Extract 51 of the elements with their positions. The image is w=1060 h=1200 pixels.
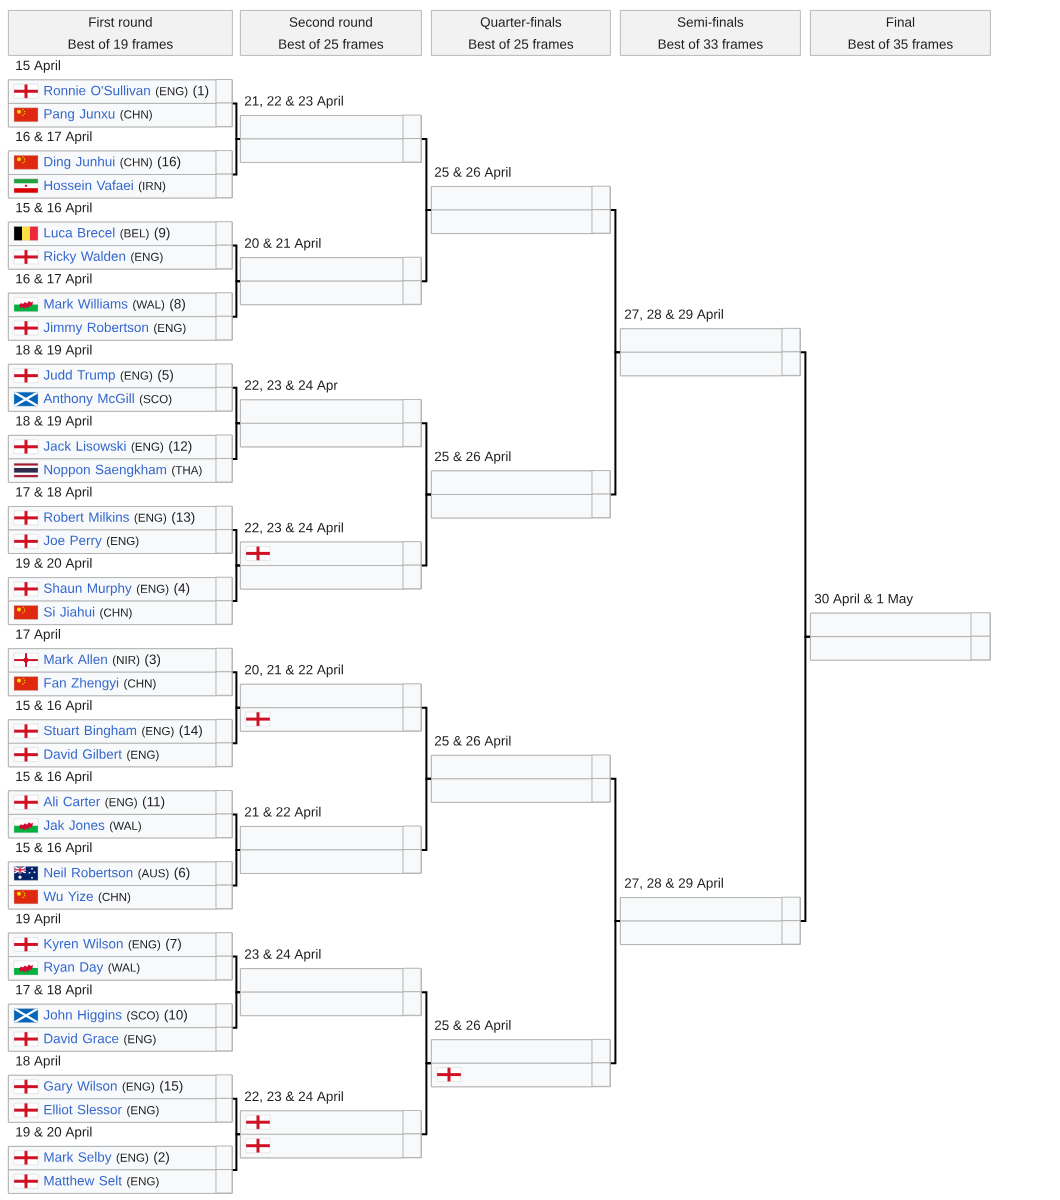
date-label: 25 & 26 April — [434, 451, 511, 464]
round-header: Quarter-finals Best of 25 frames — [431, 10, 611, 56]
round-header: First round Best of 19 frames — [8, 10, 233, 56]
bracket-line — [231, 564, 241, 603]
date-label: 17 April — [16, 629, 60, 642]
date-label: 25 & 26 April — [434, 166, 511, 180]
date-label: 18 & 19 April — [16, 415, 92, 429]
date-label: 30 April & 1 May — [814, 593, 913, 607]
date-label: 25 & 26 April — [434, 735, 511, 749]
date-label: 22, 23 & 24 April — [244, 522, 343, 535]
bracket-line — [231, 991, 241, 1029]
date-label: 21, 22 & 23 April — [244, 95, 343, 109]
date-label: 27, 28 & 29 April — [624, 309, 723, 322]
round-header: Final Best of 35 frames — [810, 10, 991, 56]
date-label: 19 April — [16, 913, 60, 926]
bracket-line — [609, 351, 621, 496]
bracket-line — [231, 137, 241, 176]
date-label: 15 & 16 April — [16, 771, 92, 784]
bracket-line — [420, 493, 432, 567]
date-label: 22, 23 & 24 Apr — [244, 380, 338, 393]
date-label: 16 & 17 April — [16, 131, 92, 144]
date-label: 17 & 18 April — [16, 984, 92, 998]
date-label: 19 & 20 April — [16, 557, 92, 571]
bracket-line — [231, 280, 241, 318]
bracket-line — [231, 848, 241, 887]
date-label: 18 April — [16, 1055, 60, 1069]
date-label: 20, 21 & 22 April — [244, 664, 343, 678]
date-label: 18 & 19 April — [16, 344, 92, 358]
date-label: 15 & 16 April — [16, 700, 92, 713]
bracket-line — [420, 777, 432, 851]
date-label: 22, 23 & 24 April — [244, 1091, 343, 1104]
bracket-line — [420, 1062, 432, 1136]
bracket-line — [799, 635, 811, 923]
round-header: Semi-finals Best of 33 frames — [620, 10, 801, 56]
date-label: 25 & 26 April — [434, 1020, 511, 1033]
date-label: 27, 28 & 29 April — [624, 877, 723, 891]
date-label: 17 & 18 April — [16, 486, 92, 500]
date-label: 20 & 21 April — [244, 238, 321, 251]
date-label: 16 & 17 April — [16, 273, 92, 287]
date-label: 19 & 20 April — [16, 1126, 92, 1140]
bracket-line — [231, 1133, 241, 1171]
date-label: 15 April — [16, 60, 60, 73]
round-header: Second round Best of 25 frames — [240, 10, 422, 56]
date-label: 15 & 16 April — [16, 202, 92, 215]
date-label: 23 & 24 April — [244, 948, 321, 962]
bracket-line — [231, 422, 241, 460]
bracket-line — [420, 209, 432, 283]
date-label: 21 & 22 April — [244, 806, 321, 820]
date-label: 15 & 16 April — [16, 842, 92, 855]
bracket-line — [609, 920, 621, 1065]
bracket-line — [231, 706, 241, 745]
